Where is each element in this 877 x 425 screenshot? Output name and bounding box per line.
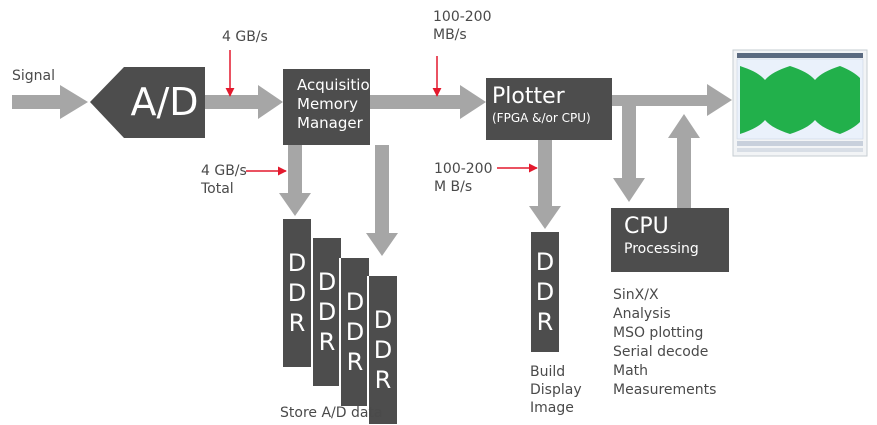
ddr-letter: D [317, 298, 337, 326]
arrow-acq-to-plotter [370, 85, 486, 119]
arrow-acq-to-ddr4 [366, 145, 398, 256]
cpu-title: CPU [624, 214, 669, 239]
rate-total-caption: Total [201, 181, 234, 197]
acq-line-2: Memory [297, 95, 359, 113]
ddr-letter: D [373, 336, 393, 364]
ddr-module-4: D D R [367, 276, 397, 424]
arrow-signal-in [12, 85, 88, 119]
store-ad-data-label: Store A/D data [280, 405, 383, 421]
rate-ad-output: 4 GB/s [222, 29, 268, 45]
rate-total-value: 4 GB/s [201, 163, 247, 179]
ad-converter-block [90, 67, 205, 138]
ddr-letter: D [317, 268, 337, 296]
arrow-down-to-cpu [613, 106, 645, 202]
ddr-letter: D [373, 306, 393, 334]
rate-plotter-input-value: 100-200 [433, 9, 492, 25]
ddr-display-memory: D D R [531, 232, 559, 352]
cpu-task: MSO plotting [613, 325, 704, 341]
ddr-letter: R [318, 328, 336, 356]
rate-plotter-ddr-unit: M B/s [434, 179, 473, 195]
arrow-ad-to-acq [205, 85, 283, 119]
cpu-processing-block: CPU Processing [611, 208, 729, 272]
build-display-line: Image [530, 400, 574, 416]
acq-line-1: Acquisition [297, 76, 380, 94]
cpu-task: Measurements [613, 382, 717, 398]
ddr-letter: D [535, 248, 555, 276]
arrow-plotter-to-display [612, 84, 732, 116]
rate-plotter-ddr-value: 100-200 [434, 161, 493, 177]
ddr-letter: D [287, 279, 307, 307]
ddr-letter: R [374, 366, 392, 394]
rate-plotter-input: 100-200 MB/s [433, 8, 492, 44]
rate-total: 4 GB/s Total [201, 162, 247, 198]
acquisition-memory-manager: Acquisition Memory Manager [283, 69, 380, 145]
ddr-module-1: D D R [283, 219, 311, 367]
build-display-image-label: Build Display Image [530, 363, 582, 417]
plotter-subtitle: (FPGA &/or CPU) [492, 111, 591, 125]
ddr-letter: D [535, 278, 555, 306]
ddr-letter: R [536, 308, 554, 336]
rate-plotter-ddr: 100-200 M B/s [434, 160, 493, 196]
cpu-task: Serial decode [613, 344, 709, 360]
signal-label: Signal [12, 68, 56, 84]
arrow-plotter-to-ddr [529, 140, 561, 229]
ddr-letter: D [287, 249, 307, 277]
scope-display-thumbnail [732, 49, 868, 157]
rate-plotter-input-unit: MB/s [433, 27, 467, 43]
ddr-module-2: D D R [311, 238, 341, 386]
cpu-task: SinX/X [613, 287, 659, 303]
cpu-task-list: SinX/X Analysis MSO plotting Serial deco… [613, 286, 716, 400]
cpu-subtitle: Processing [624, 241, 699, 257]
ddr-letter: D [345, 288, 365, 316]
acq-line-3: Manager [297, 114, 363, 132]
cpu-task: Math [613, 363, 649, 379]
plotter-block: Plotter (FPGA &/or CPU) [486, 78, 612, 140]
plotter-title: Plotter [492, 84, 565, 109]
ddr-module-3: D D R [339, 258, 369, 406]
ddr-letter: R [288, 309, 306, 337]
build-display-line: Display [530, 382, 582, 398]
build-display-line: Build [530, 364, 566, 380]
cpu-task: Analysis [613, 306, 671, 322]
ddr-letter: D [345, 318, 365, 346]
ad-converter-label: A/D [130, 80, 199, 124]
ddr-letter: R [346, 348, 364, 376]
arrow-acq-to-ddr1 [279, 145, 311, 216]
arrow-up-from-cpu [668, 114, 700, 208]
